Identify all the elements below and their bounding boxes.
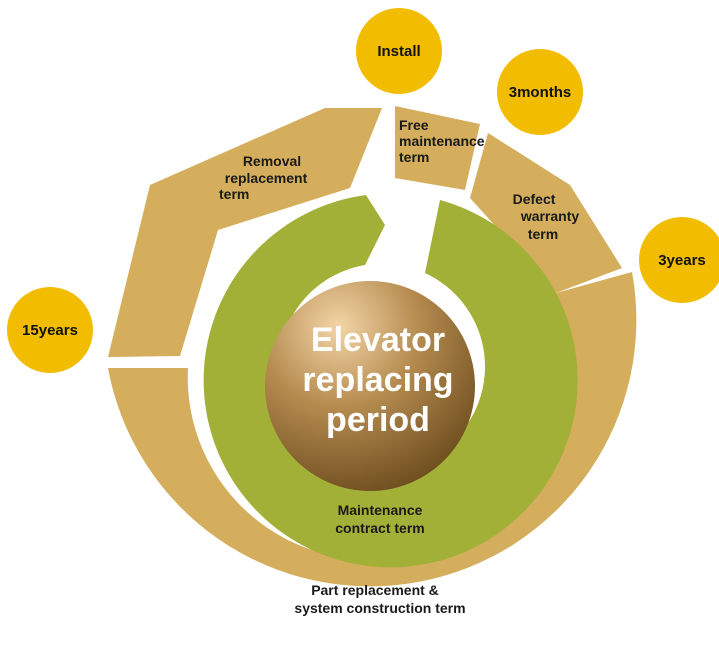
defect-warranty-label-1: Defect [513,191,556,207]
milestone-3months-circle [497,49,583,135]
removal-replacement-label-2: replacement [225,170,308,186]
part-replacement-label-2: system construction term [294,600,465,616]
milestone-3months-label: 3months [509,84,572,101]
defect-warranty-label-2: warranty [520,208,580,224]
part-replacement-label-1: Part replacement & [311,582,439,598]
milestone-15years: 15years [7,287,93,373]
maintenance-contract-segment [203,195,578,568]
milestone-15years-label: 15years [22,322,78,339]
free-maintenance-segment [395,106,480,190]
defect-warranty-segment [470,133,622,293]
defect-warranty-label-3: term [528,226,558,242]
milestone-3years-circle [639,217,719,303]
milestone-install: Install [356,8,442,94]
free-maintenance-label-2: maintenance [399,133,485,149]
milestone-3years: 3years [639,217,719,303]
removal-replacement-label-1: Removal [243,153,301,169]
milestone-3years-label: 3years [658,252,706,269]
center-title-line-2: replacing [302,361,453,399]
free-maintenance-label-3: term [399,149,429,165]
center-sphere [265,281,475,491]
maintenance-contract-label-2: contract term [335,520,424,536]
removal-replacement-label-3: term [219,186,249,202]
milestone-install-label: Install [377,43,420,60]
center-title-line-1: Elevator [311,321,445,359]
removal-replacement-segment [108,108,382,357]
free-maintenance-label-1: Free [399,117,429,133]
maintenance-contract-label-1: Maintenance [338,502,423,518]
milestone-install-circle [356,8,442,94]
center-title-line-3: period [326,401,430,439]
milestone-3months: 3months [497,49,583,135]
milestone-15years-circle [7,287,93,373]
